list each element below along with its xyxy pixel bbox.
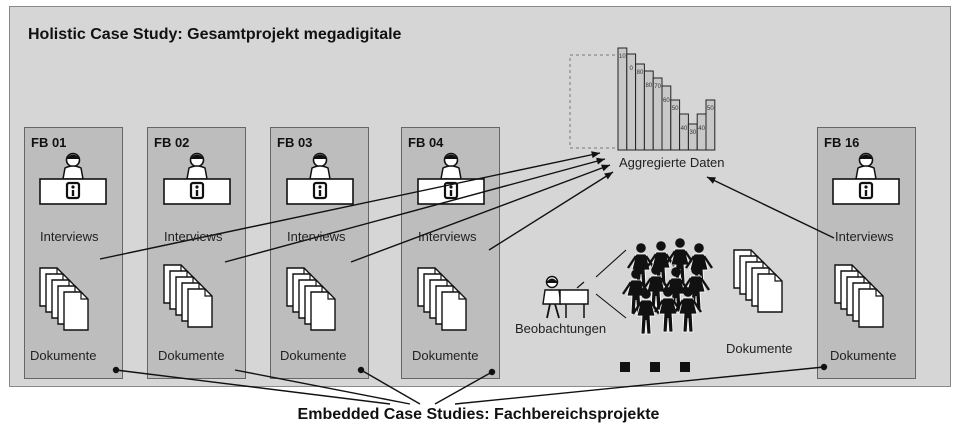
ellipsis-marker (650, 362, 660, 372)
aggregate-data-label: Aggregierte Daten (619, 155, 725, 170)
aggregate-bar-label: 50 (707, 106, 714, 112)
interview-desk-icon (285, 152, 355, 206)
connector-line (434, 371, 493, 405)
documents-label: Dokumente (158, 348, 225, 363)
arrow-to-aggregate (488, 171, 614, 251)
ellipsis-markers (620, 362, 690, 372)
connector-line (454, 366, 825, 405)
interview-desk-icon (831, 152, 901, 206)
document-stack-icon (734, 250, 782, 312)
observer-icon (542, 275, 589, 319)
arrow-to-aggregate (224, 158, 606, 263)
aggregate-bar-label: 60 (663, 98, 670, 104)
aggregate-bar-label: 0 (630, 66, 634, 72)
department-title: FB 02 (154, 135, 190, 150)
arrow-head (596, 157, 605, 165)
arrow-to-aggregate (99, 152, 601, 260)
ellipsis-marker (620, 362, 630, 372)
aggregate-bar-label: 80 (645, 83, 652, 89)
crowd-icon (621, 236, 714, 336)
documents-label: Dokumente (830, 348, 897, 363)
aggregate-bar (661, 85, 672, 151)
department-title: FB 16 (824, 135, 860, 150)
department-title: FB 01 (31, 135, 67, 150)
aggregate-bar (617, 47, 628, 151)
document-stack-icon (835, 265, 883, 327)
interview-desk-icon (38, 152, 108, 206)
department-title: FB 03 (277, 135, 313, 150)
arrow-head (604, 172, 613, 180)
department-box-fb01: FB 01 (24, 127, 123, 379)
interviews-label: Interviews (40, 229, 99, 244)
aggregate-bar (696, 113, 707, 151)
connector-line (234, 369, 411, 405)
connector-line (360, 369, 421, 405)
interview-desk-icon (162, 152, 232, 206)
ellipsis-marker (680, 362, 690, 372)
aggregate-bar-label: 10 (619, 54, 626, 60)
document-stack-icon (164, 265, 212, 327)
aggregate-dashed-frame (569, 54, 619, 149)
department-title: FB 04 (408, 135, 444, 150)
arrow-head (591, 151, 600, 159)
documents-label: Dokumente (30, 348, 97, 363)
observations-label: Beobachtungen (515, 321, 607, 336)
aggregate-bar (687, 123, 698, 151)
aggregate-bar-label: 40 (681, 126, 688, 132)
aggregate-bar (679, 113, 689, 151)
interviews-label: Interviews (418, 229, 477, 244)
documents-label: Dokumente (412, 348, 479, 363)
aggregate-bar-label: 40 (698, 126, 705, 132)
interviews-label: Interviews (835, 229, 894, 244)
aggregate-bar (705, 99, 716, 151)
aggregate-bar-label: 80 (637, 70, 644, 76)
document-stack-icon (418, 268, 466, 330)
arrow-to-aggregate (706, 176, 835, 239)
connector-arrows (99, 151, 835, 405)
arrow-head (601, 164, 610, 172)
aggregate-bar-label: 50 (672, 106, 679, 112)
diagram-title: Holistic Case Study: Gesamtprojekt megad… (28, 26, 402, 43)
aggregate-bar-label: 30 (689, 130, 696, 136)
department-box-fb03: FB 03 (270, 127, 369, 379)
aggregate-bar-label: 70 (654, 84, 661, 90)
bottom-title: Embedded Case Studies: Fachbereichsproje… (297, 406, 660, 423)
extra-documents-label: Dokumente (726, 341, 793, 356)
documents-label: Dokumente (280, 348, 347, 363)
interviews-label: Interviews (164, 229, 223, 244)
aggregate-bar (635, 63, 645, 151)
interview-desk-icon (416, 152, 486, 206)
arrow-head (707, 177, 716, 184)
connector-line (115, 369, 391, 405)
arrow-to-aggregate (350, 164, 611, 263)
interviews-label: Interviews (287, 229, 346, 244)
document-stack-icon (40, 268, 88, 330)
document-stack-icon (287, 268, 335, 330)
